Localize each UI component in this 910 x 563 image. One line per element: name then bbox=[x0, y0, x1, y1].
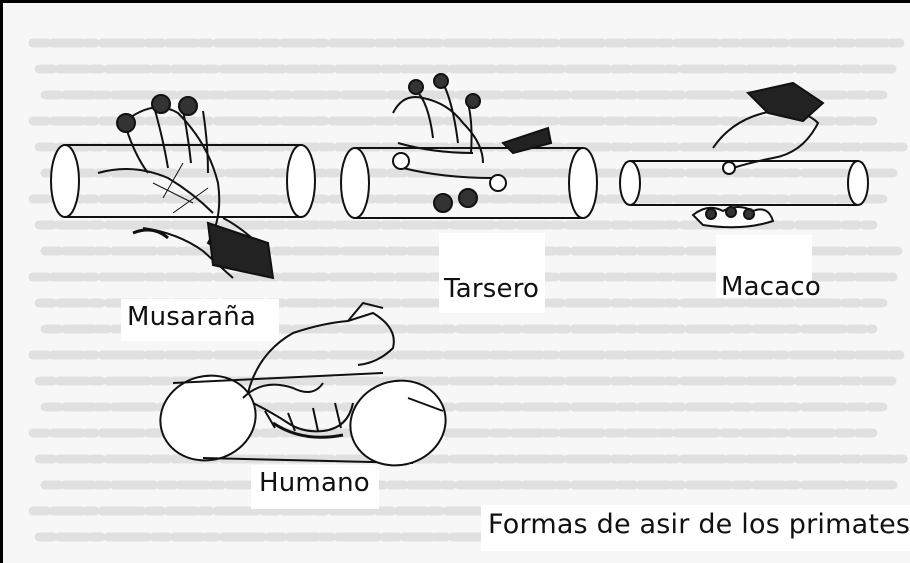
caption-patch bbox=[481, 505, 910, 551]
label-patch-human bbox=[251, 465, 379, 509]
shrew-hand bbox=[97, 94, 275, 280]
human-grip-drawing bbox=[159, 301, 447, 467]
label-tarsier: Tarsero bbox=[444, 274, 540, 304]
label-macaque: Macaco bbox=[721, 272, 821, 302]
tarsier-grip-drawing bbox=[340, 73, 598, 219]
shrew-branch bbox=[50, 144, 316, 218]
label-shrew: Musaraña bbox=[127, 302, 257, 332]
human-branch bbox=[159, 372, 447, 467]
label-patch-macaque bbox=[716, 235, 812, 297]
human-hand bbox=[242, 301, 444, 439]
figure-caption: Formas de asir de los primates bbox=[488, 509, 910, 540]
label-human: Humano bbox=[259, 468, 370, 498]
label-patch-tarsier bbox=[439, 233, 545, 313]
macaque-grip-drawing bbox=[619, 81, 869, 229]
tarsier-branch bbox=[340, 147, 598, 219]
macaque-hand bbox=[691, 81, 825, 229]
macaque-branch bbox=[619, 160, 869, 206]
label-patch-shrew bbox=[121, 299, 279, 341]
shrew-grip-drawing bbox=[50, 94, 316, 280]
tarsier-hand bbox=[392, 73, 553, 213]
